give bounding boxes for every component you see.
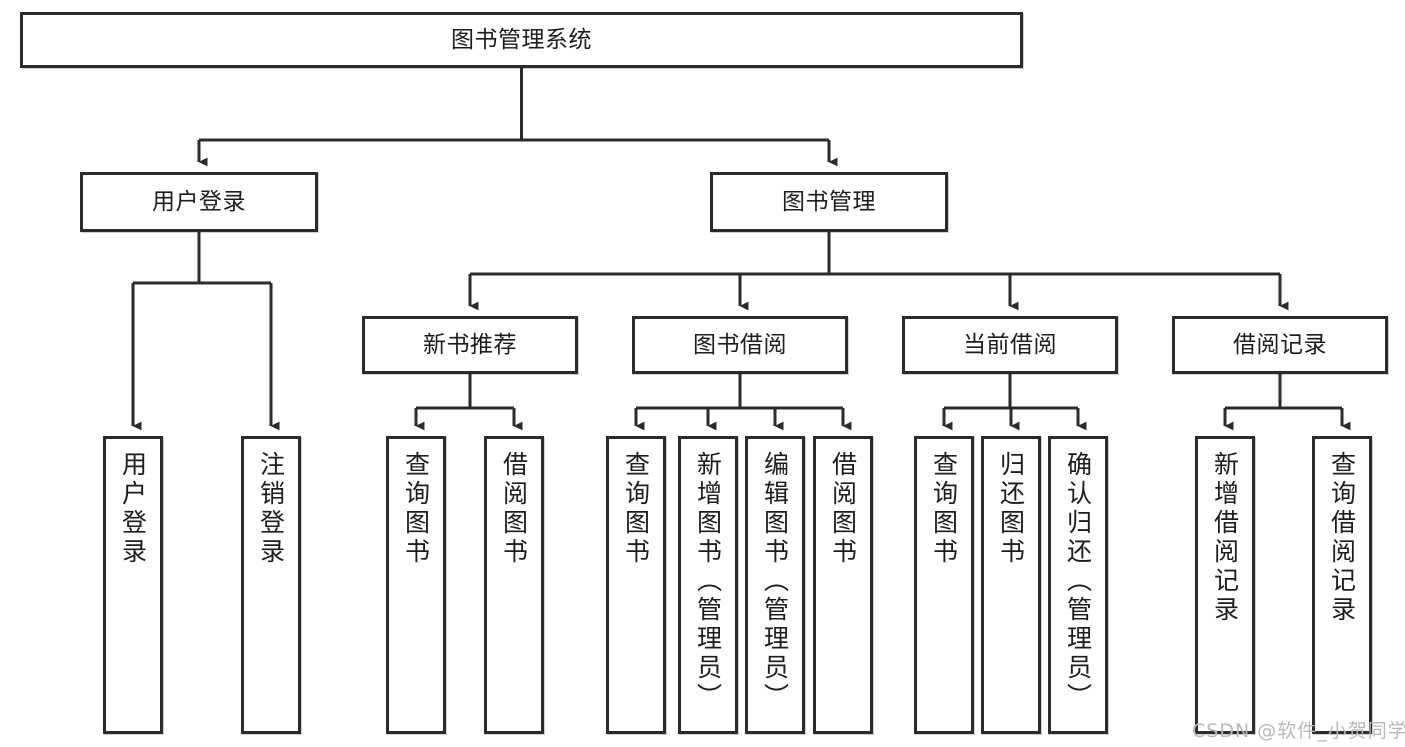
- node-current-borrow-label: 当前借阅: [963, 331, 1057, 358]
- node-leaf-edit-book-admin-label: 编辑图书（管理员）: [760, 451, 790, 712]
- node-leaf-borrow-book[interactable]: 借阅图书: [813, 436, 873, 734]
- node-book-borrow[interactable]: 图书借阅: [632, 316, 848, 374]
- node-leaf-query-book-rec-label: 查询图书: [401, 451, 431, 567]
- node-book-manage[interactable]: 图书管理: [710, 172, 948, 232]
- node-leaf-query-borrow-record-label: 查询借阅记录: [1327, 451, 1357, 625]
- node-leaf-query-borrow-record[interactable]: 查询借阅记录: [1312, 436, 1372, 734]
- node-leaf-borrow-book-rec[interactable]: 借阅图书: [484, 436, 544, 734]
- node-leaf-add-book-admin-label: 新增图书（管理员）: [693, 451, 723, 712]
- node-root-label: 图书管理系统: [451, 26, 592, 53]
- node-leaf-add-borrow-record[interactable]: 新增借阅记录: [1195, 436, 1255, 734]
- node-leaf-query-book-cur-label: 查询图书: [929, 451, 959, 567]
- node-new-book-rec-label: 新书推荐: [423, 331, 517, 358]
- csdn-watermark: CSDN @软件_小贺同学: [1192, 720, 1405, 742]
- node-leaf-query-book-borrow[interactable]: 查询图书: [606, 436, 666, 734]
- node-leaf-query-book-cur[interactable]: 查询图书: [914, 436, 974, 734]
- node-book-borrow-label: 图书借阅: [693, 331, 787, 358]
- node-current-borrow[interactable]: 当前借阅: [902, 316, 1118, 374]
- node-root[interactable]: 图书管理系统: [20, 12, 1023, 68]
- node-book-manage-label: 图书管理: [782, 188, 876, 215]
- node-borrow-record[interactable]: 借阅记录: [1172, 316, 1388, 374]
- node-leaf-borrow-book-rec-label: 借阅图书: [499, 451, 529, 567]
- node-leaf-user-login[interactable]: 用户登录: [103, 436, 163, 734]
- node-user-login[interactable]: 用户登录: [80, 172, 318, 232]
- node-leaf-user-login-label: 用户登录: [118, 451, 148, 567]
- node-user-login-label: 用户登录: [152, 188, 246, 215]
- node-leaf-query-book-rec[interactable]: 查询图书: [386, 436, 446, 734]
- node-leaf-confirm-return-admin[interactable]: 确认归还（管理员）: [1048, 436, 1108, 734]
- node-leaf-borrow-book-label: 借阅图书: [828, 451, 858, 567]
- node-leaf-add-book-admin[interactable]: 新增图书（管理员）: [678, 436, 738, 734]
- node-leaf-user-logout-label: 注销登录: [256, 451, 286, 567]
- node-leaf-query-book-borrow-label: 查询图书: [621, 451, 651, 567]
- node-new-book-rec[interactable]: 新书推荐: [362, 316, 578, 374]
- node-borrow-record-label: 借阅记录: [1233, 331, 1327, 358]
- node-leaf-add-borrow-record-label: 新增借阅记录: [1210, 451, 1240, 625]
- node-leaf-user-logout[interactable]: 注销登录: [241, 436, 301, 734]
- node-leaf-edit-book-admin[interactable]: 编辑图书（管理员）: [745, 436, 805, 734]
- node-leaf-confirm-return-admin-label: 确认归还（管理员）: [1063, 451, 1093, 712]
- node-leaf-return-book-label: 归还图书: [996, 451, 1026, 567]
- node-leaf-return-book[interactable]: 归还图书: [981, 436, 1041, 734]
